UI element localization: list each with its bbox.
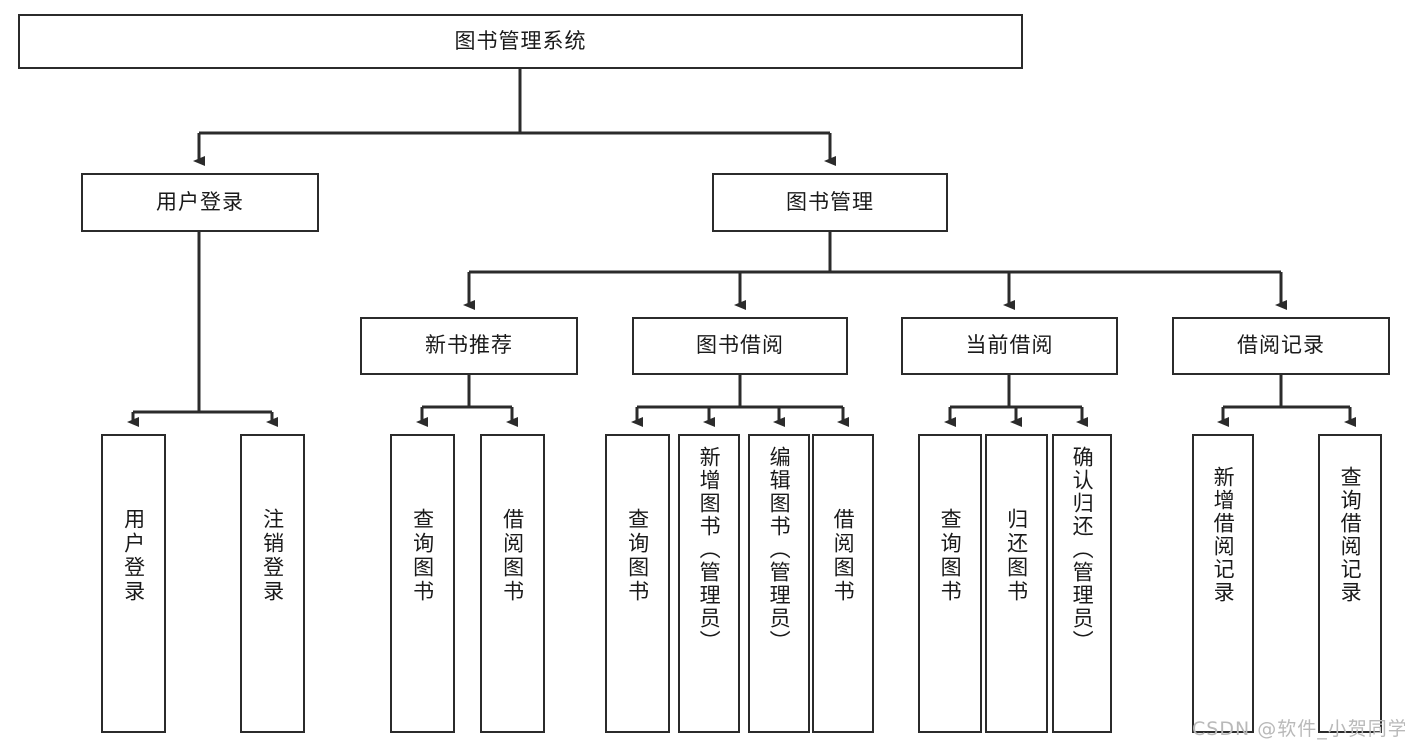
node-leaf-query-borrow-record-label: 查询借阅记录 — [1338, 466, 1363, 604]
node-book-manage[interactable]: 图书管理 — [712, 173, 948, 232]
csdn-watermark: CSDN @软件_小贺同学 — [1192, 718, 1405, 740]
node-leaf-query-book-2-label: 查询图书 — [625, 508, 650, 604]
node-leaf-confirm-return-label: 确认归还（管理员） — [1070, 446, 1095, 653]
node-leaf-query-book-1[interactable]: 查询图书 — [390, 434, 455, 733]
node-leaf-query-book-3-label: 查询图书 — [938, 508, 963, 604]
node-leaf-query-book-2[interactable]: 查询图书 — [605, 434, 670, 733]
node-borrow-record-label: 借阅记录 — [1237, 333, 1325, 358]
node-leaf-add-borrow-record[interactable]: 新增借阅记录 — [1192, 434, 1254, 733]
node-leaf-query-book-1-label: 查询图书 — [410, 508, 435, 604]
node-leaf-user-logout[interactable]: 注销登录 — [240, 434, 305, 733]
node-user-login-label: 用户登录 — [156, 189, 244, 214]
node-root[interactable]: 图书管理系统 — [18, 14, 1023, 69]
node-leaf-edit-book-label: 编辑图书（管理员） — [767, 446, 792, 653]
node-new-book-recommend-label: 新书推荐 — [425, 333, 513, 358]
node-leaf-add-book-label: 新增图书（管理员） — [697, 446, 722, 653]
node-leaf-borrow-book-2-label: 借阅图书 — [831, 508, 856, 604]
node-leaf-query-borrow-record[interactable]: 查询借阅记录 — [1318, 434, 1382, 733]
node-leaf-user-login-label: 用户登录 — [121, 508, 146, 604]
node-leaf-confirm-return[interactable]: 确认归还（管理员） — [1052, 434, 1112, 733]
node-book-borrow[interactable]: 图书借阅 — [632, 317, 848, 375]
node-leaf-add-book[interactable]: 新增图书（管理员） — [678, 434, 740, 733]
node-new-book-recommend[interactable]: 新书推荐 — [360, 317, 578, 375]
node-current-borrow[interactable]: 当前借阅 — [901, 317, 1118, 375]
node-leaf-edit-book[interactable]: 编辑图书（管理员） — [748, 434, 810, 733]
node-book-manage-label: 图书管理 — [786, 189, 874, 214]
node-leaf-add-borrow-record-label: 新增借阅记录 — [1211, 466, 1236, 604]
node-current-borrow-label: 当前借阅 — [965, 333, 1054, 358]
node-leaf-user-login[interactable]: 用户登录 — [101, 434, 166, 733]
node-leaf-user-logout-label: 注销登录 — [260, 508, 285, 604]
node-leaf-return-book[interactable]: 归还图书 — [985, 434, 1048, 733]
node-borrow-record[interactable]: 借阅记录 — [1172, 317, 1390, 375]
node-book-borrow-label: 图书借阅 — [696, 333, 784, 358]
node-user-login[interactable]: 用户登录 — [81, 173, 319, 232]
node-leaf-borrow-book-1[interactable]: 借阅图书 — [480, 434, 545, 733]
node-leaf-borrow-book-1-label: 借阅图书 — [500, 508, 525, 604]
node-leaf-return-book-label: 归还图书 — [1004, 508, 1029, 604]
node-leaf-borrow-book-2[interactable]: 借阅图书 — [812, 434, 874, 733]
node-root-label: 图书管理系统 — [454, 28, 587, 53]
node-leaf-query-book-3[interactable]: 查询图书 — [918, 434, 982, 733]
